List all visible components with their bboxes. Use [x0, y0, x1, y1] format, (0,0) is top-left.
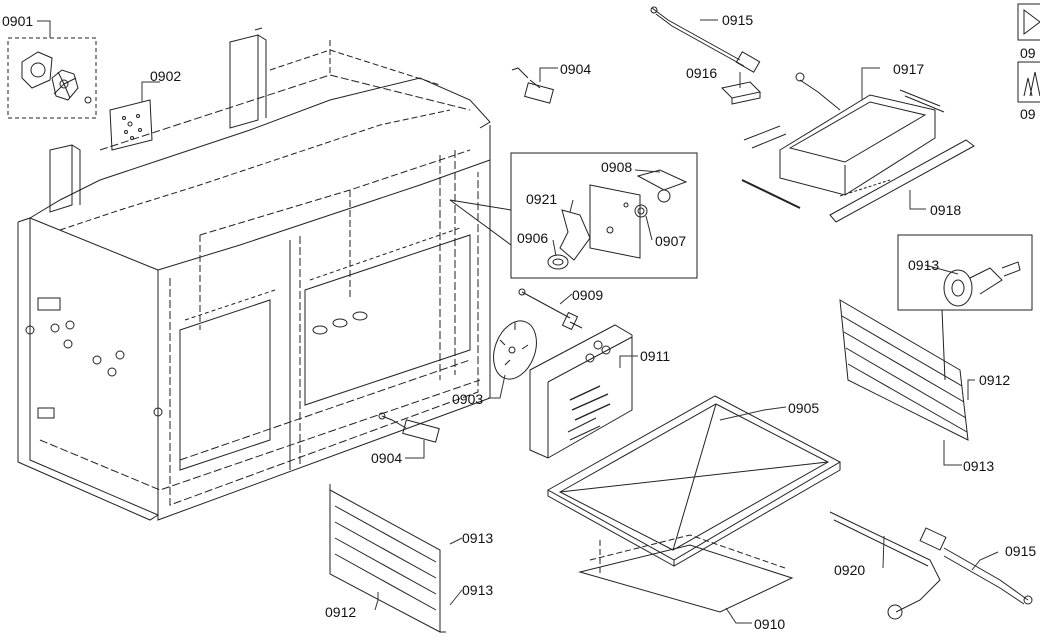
part-label-0903: 0903: [452, 391, 484, 407]
part-label-0918: 0918: [930, 202, 962, 218]
part-label-0909: 0909: [572, 287, 604, 303]
oven-frame: [17, 27, 491, 521]
rack-roller-detail: [897, 234, 1033, 381]
fan-cover-disc: [493, 320, 537, 380]
part-label-0907: 0907: [655, 233, 687, 249]
part-label-cropped-bottom: 09: [1020, 106, 1036, 122]
oven-rack-lower: [329, 484, 446, 633]
part-label-0915: 0915: [722, 12, 754, 28]
leader-lines: [37, 19, 999, 624]
part-label-0912-upper: 0912: [979, 372, 1011, 388]
part-label-0913: 0913: [908, 257, 940, 273]
door-switch-top: [511, 67, 554, 104]
part-label-0916: 0916: [686, 65, 718, 81]
oven-bottom-tray: [546, 395, 842, 567]
part-label-0901: 0901: [2, 13, 34, 29]
part-label-0920: 0920: [834, 562, 866, 578]
temperature-sensor-detail: [449, 152, 698, 279]
fan-motor-assembly: [7, 37, 97, 119]
part-label-0904: 0904: [560, 61, 592, 77]
part-label-0921: 0921: [526, 191, 558, 207]
part-thumbnail-icons: [1017, 3, 1040, 103]
part-label-0905: 0905: [788, 400, 820, 416]
part-label-0913-lower-b: 0913: [462, 582, 494, 598]
part-label-cropped-top: 09: [1020, 45, 1036, 61]
bake-burner-igniter: [829, 511, 941, 620]
part-label-0913-lower-a: 0913: [462, 530, 494, 546]
part-label-0917: 0917: [893, 61, 925, 77]
bottom-heat-shield: [578, 534, 794, 613]
mounting-bracket: [720, 81, 762, 105]
convection-fan-cover: [529, 324, 633, 459]
broil-burner: [741, 72, 975, 223]
door-switch-lower: [378, 412, 440, 443]
part-label-0911: 0911: [640, 348, 671, 364]
part-label-0915-lower: 0915: [1005, 543, 1037, 559]
part-label-0904-lower: 0904: [371, 450, 403, 466]
temperature-probe: [518, 288, 583, 331]
oven-rack-upper: [839, 299, 969, 441]
part-label-0902: 0902: [150, 68, 182, 84]
part-label-0908: 0908: [601, 159, 633, 175]
rear-cover-plate: [109, 99, 153, 151]
part-label-0913-upper: 0913: [963, 458, 995, 474]
part-label-0906: 0906: [517, 230, 549, 246]
wire-harness-bottom: [919, 527, 1033, 605]
wire-harness-top: [650, 6, 761, 73]
part-label-0912-lower: 0912: [325, 604, 357, 620]
part-label-0910: 0910: [754, 616, 786, 632]
